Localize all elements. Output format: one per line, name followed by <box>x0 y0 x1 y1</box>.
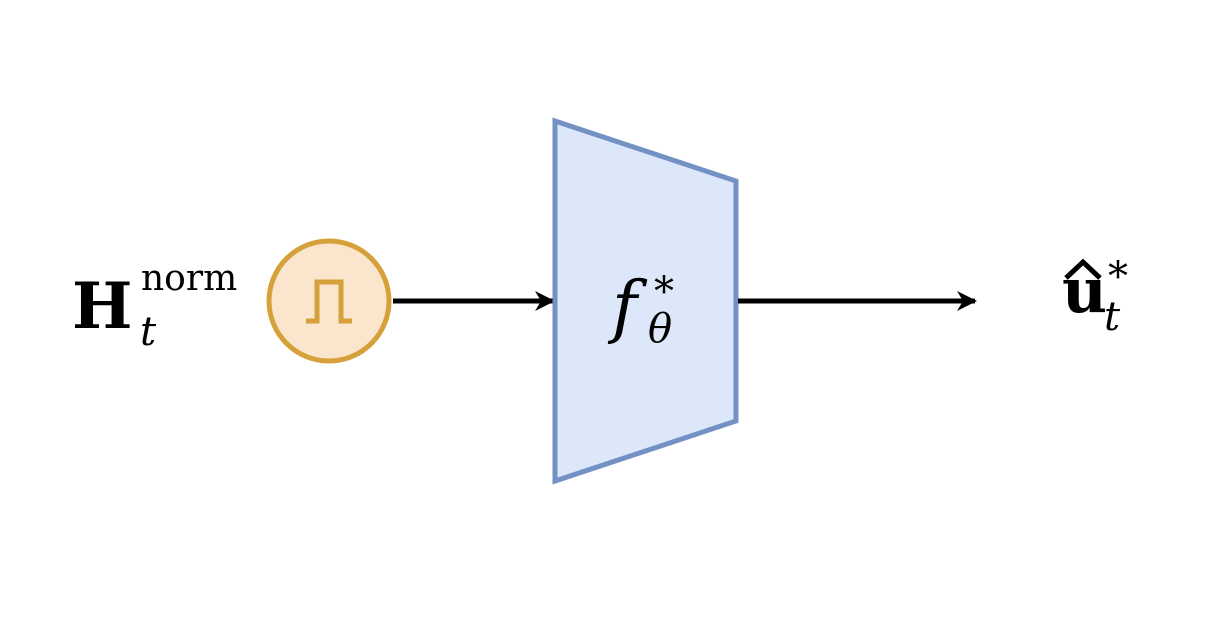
output-superscript: * <box>1108 254 1128 300</box>
input-label: H norm t <box>72 258 237 355</box>
square-pulse-icon <box>306 279 352 324</box>
output-symbol: u <box>1062 254 1107 327</box>
input-subscript: t <box>140 309 157 355</box>
network-trapezoid <box>552 117 739 485</box>
network-superscript: * <box>654 269 674 315</box>
input-superscript: norm <box>141 258 237 299</box>
activation-circle <box>266 238 392 364</box>
output-label: u * t <box>1062 254 1128 340</box>
network-subscript: θ <box>648 306 672 352</box>
input-symbol: H <box>72 269 132 344</box>
network-block: f * θ <box>552 117 739 485</box>
output-hat <box>1064 258 1102 280</box>
activation-node <box>266 238 392 364</box>
output-subscript: t <box>1104 294 1121 340</box>
